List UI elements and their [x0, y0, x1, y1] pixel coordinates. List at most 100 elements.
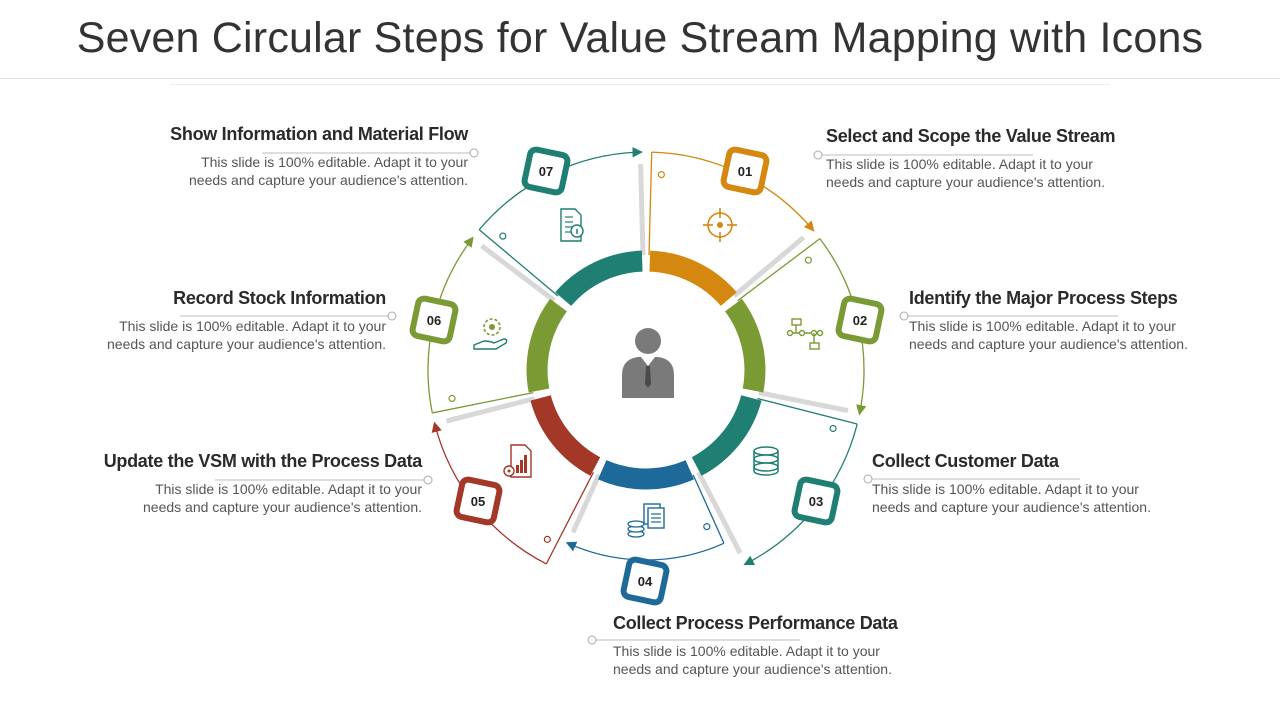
connector-dot-1	[657, 171, 665, 179]
step-01-desc-line2: needs and capture your audience's attent…	[826, 174, 1105, 190]
step-07-text: Show Information and Material Flow This …	[128, 124, 468, 189]
page-title: Seven Circular Steps for Value Stream Ma…	[76, 14, 1204, 62]
step-01-title: Select and Scope the Value Stream	[826, 126, 1116, 146]
badge-frame	[791, 476, 841, 526]
title-rule-dot-1	[813, 150, 823, 160]
title-rule-dot-2	[899, 311, 909, 321]
step-04-title: Collect Process Performance Data	[613, 613, 898, 633]
badge-frame	[620, 556, 670, 606]
step-icons	[473, 208, 824, 538]
step-07-description: This slide is 100% editable. Adapt it to…	[128, 153, 468, 189]
flowchart-icon	[786, 318, 824, 350]
ring-segment-6	[526, 298, 568, 393]
report-gear-icon	[503, 444, 532, 478]
document-info-icon	[560, 208, 584, 242]
step-06-text: Record Stock Information This slide is 1…	[56, 288, 386, 353]
step-05-desc-line1: This slide is 100% editable. Adapt it to…	[155, 481, 422, 497]
step-04-description: This slide is 100% editable. Adapt it to…	[613, 642, 943, 678]
connector-dot-2	[804, 256, 812, 264]
step-07-desc-line2: needs and capture your audience's attent…	[189, 172, 468, 188]
step-04-desc-line1: This slide is 100% editable. Adapt it to…	[613, 643, 880, 659]
step-badge-06: 06	[409, 295, 459, 345]
title-rule-dot-3	[863, 474, 873, 484]
badge-frame	[835, 295, 885, 345]
step-04-text: Collect Process Performance Data This sl…	[613, 613, 943, 678]
connector-dot-4	[703, 523, 711, 531]
ring-segment-5	[530, 394, 601, 476]
step-07-title: Show Information and Material Flow	[170, 124, 468, 144]
sector-edge-4	[692, 474, 725, 544]
title-rule-dot-4	[587, 635, 597, 645]
sector-edge-3	[757, 397, 858, 425]
sector-outlines	[427, 147, 867, 566]
inner-ring	[526, 250, 766, 490]
step-02-description: This slide is 100% editable. Adapt it to…	[909, 317, 1239, 353]
step-07-desc-line1: This slide is 100% editable. Adapt it to…	[201, 154, 468, 170]
person-icon	[622, 328, 674, 398]
step-03-desc-line1: This slide is 100% editable. Adapt it to…	[872, 481, 1139, 497]
badge-frame	[720, 146, 770, 196]
step-number: 02	[853, 313, 867, 328]
sector-edge-7	[478, 229, 559, 297]
step-02-text: Identify the Major Process Steps This sl…	[909, 288, 1239, 353]
title-rule-dot-5	[423, 475, 433, 485]
step-06-title: Record Stock Information	[173, 288, 386, 308]
step-06-desc-line2: needs and capture your audience's attent…	[107, 336, 386, 352]
step-01-desc-line1: This slide is 100% editable. Adapt it to…	[826, 156, 1093, 172]
step-03-desc-line2: needs and capture your audience's attent…	[872, 499, 1151, 515]
step-03-description: This slide is 100% editable. Adapt it to…	[872, 480, 1202, 516]
title-divider-inner	[170, 84, 1110, 85]
connector-dot-3	[829, 424, 837, 433]
hand-gear-icon	[473, 318, 508, 350]
step-number: 05	[471, 494, 485, 509]
step-05-description: This slide is 100% editable. Adapt it to…	[60, 480, 422, 516]
sector-shadow-7	[638, 164, 646, 256]
step-06-desc-line1: This slide is 100% editable. Adapt it to…	[119, 318, 386, 334]
sector-edge-1	[648, 152, 653, 256]
connector-lines	[448, 171, 837, 543]
step-badge-07: 07	[521, 146, 571, 196]
connector-dot-5	[543, 535, 551, 543]
step-01-text: Select and Scope the Value Stream This s…	[826, 126, 1156, 191]
sector-shadow-1	[732, 235, 806, 298]
badge-frame	[453, 476, 503, 526]
sector-edge-2	[737, 238, 821, 302]
step-number: 04	[638, 574, 653, 589]
step-number: 03	[809, 494, 823, 509]
step-badge-03: 03	[791, 476, 841, 526]
title-rule-dot-6	[387, 311, 397, 321]
step-05-title: Update the VSM with the Process Data	[103, 451, 423, 471]
sector-shadow-3	[696, 471, 743, 555]
sector-arc-4	[565, 541, 725, 561]
badge-frame	[409, 295, 459, 345]
ring-segment-7	[555, 250, 643, 307]
title-divider	[0, 78, 1280, 79]
step-03-text: Collect Customer Data This slide is 100%…	[872, 451, 1202, 516]
database-icon	[753, 446, 779, 476]
ring-segment-3	[691, 394, 762, 476]
ring-segment-4	[597, 460, 695, 490]
data-documents-icon	[627, 503, 665, 538]
step-badge-02: 02	[835, 295, 885, 345]
ring-segment-1	[649, 250, 737, 307]
step-badge-04: 04	[620, 556, 670, 606]
connector-dot-7	[499, 232, 507, 240]
step-01-description: This slide is 100% editable. Adapt it to…	[826, 155, 1156, 191]
sector-shadow-2	[758, 390, 849, 414]
sector-shadow-4	[570, 473, 602, 534]
step-06-description: This slide is 100% editable. Adapt it to…	[56, 317, 386, 353]
sector-edge-5	[545, 471, 594, 565]
step-number: 07	[539, 164, 553, 179]
step-02-desc-line2: needs and capture your audience's attent…	[909, 336, 1188, 352]
step-number: 06	[427, 313, 441, 328]
step-badges: 01 02 03 04 05 06 07	[409, 146, 885, 606]
step-03-title: Collect Customer Data	[872, 451, 1059, 471]
step-number: 01	[738, 164, 752, 179]
step-02-title: Identify the Major Process Steps	[909, 288, 1178, 308]
connector-dot-6	[448, 394, 456, 403]
step-02-desc-line1: This slide is 100% editable. Adapt it to…	[909, 318, 1176, 334]
step-05-text: Update the VSM with the Process Data Thi…	[60, 451, 423, 516]
sector-shadow-5	[445, 396, 536, 424]
ring-segment-2	[724, 298, 766, 393]
